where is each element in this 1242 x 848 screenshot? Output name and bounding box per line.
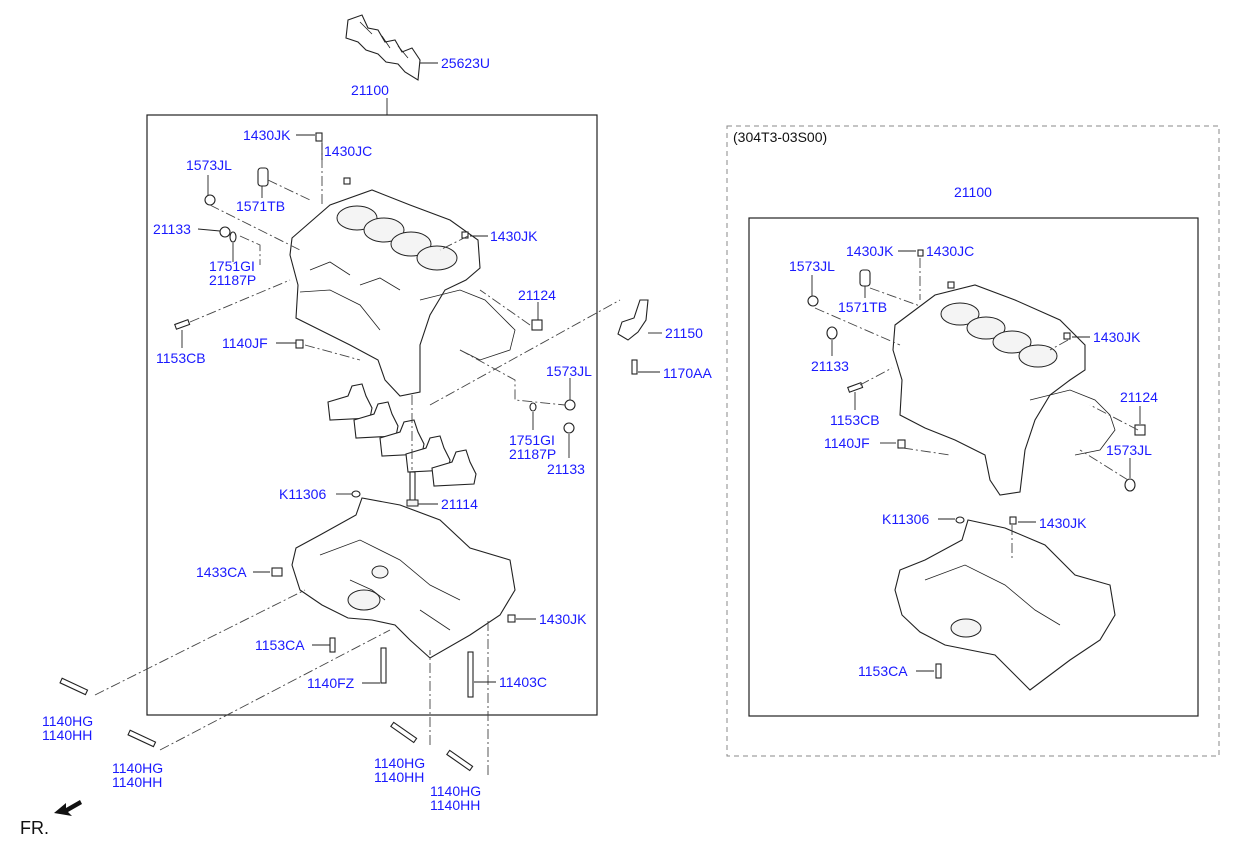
label-1573JL-top[interactable]: 1573JL	[186, 157, 232, 173]
label-K11306[interactable]: K11306	[279, 486, 326, 502]
label-1573JL-lower[interactable]: 1573JL	[546, 363, 592, 379]
label-right-1140JF[interactable]: 1140JF	[824, 435, 870, 451]
leader-lines	[181, 134, 1141, 684]
label-right-1153CA[interactable]: 1153CA	[858, 663, 908, 679]
label-right-21133[interactable]: 21133	[811, 358, 849, 374]
label-1153CA[interactable]: 1153CA	[255, 637, 305, 653]
center-lines	[94, 140, 621, 775]
label-1430JK-side[interactable]: 1430JK	[490, 228, 538, 244]
label-right-21124[interactable]: 21124	[1120, 389, 1158, 405]
label-21187P-lower[interactable]: 21187P	[509, 446, 556, 462]
label-right-1430JK-lower[interactable]: 1430JK	[1039, 515, 1087, 531]
label-right-1573JL-lower[interactable]: 1573JL	[1106, 442, 1152, 458]
label-1430JC[interactable]: 1430JC	[324, 143, 372, 159]
outside-bolts-drawing	[59, 677, 474, 772]
label-1140HH-a[interactable]: 1140HH	[42, 727, 92, 743]
label-right-1153CB[interactable]: 1153CB	[830, 412, 880, 428]
label-1430JK-lower[interactable]: 1430JK	[539, 611, 587, 627]
ladder-frame-right-drawing	[894, 519, 1116, 691]
label-1140FZ[interactable]: 1140FZ	[307, 675, 355, 691]
label-1751GI-lower[interactable]: 1751GI	[509, 432, 555, 448]
label-21114[interactable]: 21114	[441, 496, 478, 512]
label-gasket-25623U[interactable]: 25623U	[441, 55, 490, 71]
label-1140HH-d[interactable]: 1140HH	[430, 797, 480, 813]
label-21150[interactable]: 21150	[665, 325, 703, 341]
label-right-1430JK-top[interactable]: 1430JK	[846, 243, 894, 259]
ladder-frame-drawing	[291, 497, 516, 659]
label-21133-top[interactable]: 21133	[153, 221, 191, 237]
label-right-1573JL-top[interactable]: 1573JL	[789, 258, 835, 274]
label-21133-lower[interactable]: 21133	[547, 461, 585, 477]
label-1140JF[interactable]: 1140JF	[222, 335, 268, 351]
label-right-K11306[interactable]: K11306	[882, 511, 929, 527]
label-assembly-21100[interactable]: 21100	[351, 82, 389, 98]
label-1140HH-b[interactable]: 1140HH	[112, 774, 162, 790]
variant-dashed-frame	[726, 125, 1220, 757]
label-right-1571TB[interactable]: 1571TB	[838, 299, 887, 315]
label-1571TB[interactable]: 1571TB	[236, 198, 285, 214]
arrow-front-icon	[54, 800, 82, 816]
label-right-1430JK-side[interactable]: 1430JK	[1093, 329, 1141, 345]
label-1140HG-b[interactable]: 1140HG	[112, 760, 163, 776]
label-1140HG-a[interactable]: 1140HG	[42, 713, 93, 729]
small-parts-right	[807, 249, 1146, 679]
bolt-21114-drawing	[406, 471, 419, 507]
left-assembly-frame	[146, 114, 598, 716]
small-parts-left	[174, 132, 576, 698]
right-assembly-frame	[748, 217, 1199, 717]
label-1433CA[interactable]: 1433CA	[196, 564, 247, 580]
label-21187P-top[interactable]: 21187P	[209, 272, 256, 288]
center-lines-right	[814, 258, 1139, 560]
gasket-25623U-drawing	[345, 14, 421, 81]
label-right-1430JC[interactable]: 1430JC	[926, 243, 974, 259]
sensor-21150-drawing	[617, 299, 649, 375]
label-1751GI-top[interactable]: 1751GI	[209, 258, 255, 274]
bearing-caps-drawing	[327, 383, 477, 487]
cylinder-block-right-drawing	[892, 284, 1116, 496]
label-1140HH-c[interactable]: 1140HH	[374, 769, 424, 785]
label-1140HG-c[interactable]: 1140HG	[374, 755, 425, 771]
variant-code-label: (304T3-03S00)	[733, 129, 827, 145]
label-1430JK-top[interactable]: 1430JK	[243, 127, 291, 143]
label-21124[interactable]: 21124	[518, 287, 556, 303]
label-1170AA[interactable]: 1170AA	[663, 365, 712, 381]
label-11403C[interactable]: 11403C	[499, 674, 547, 690]
label-right-assembly-21100[interactable]: 21100	[954, 184, 992, 200]
front-direction-label: FR.	[20, 818, 49, 838]
label-1140HG-d[interactable]: 1140HG	[430, 783, 481, 799]
label-1153CB[interactable]: 1153CB	[156, 350, 206, 366]
cylinder-block-drawing	[289, 189, 516, 397]
